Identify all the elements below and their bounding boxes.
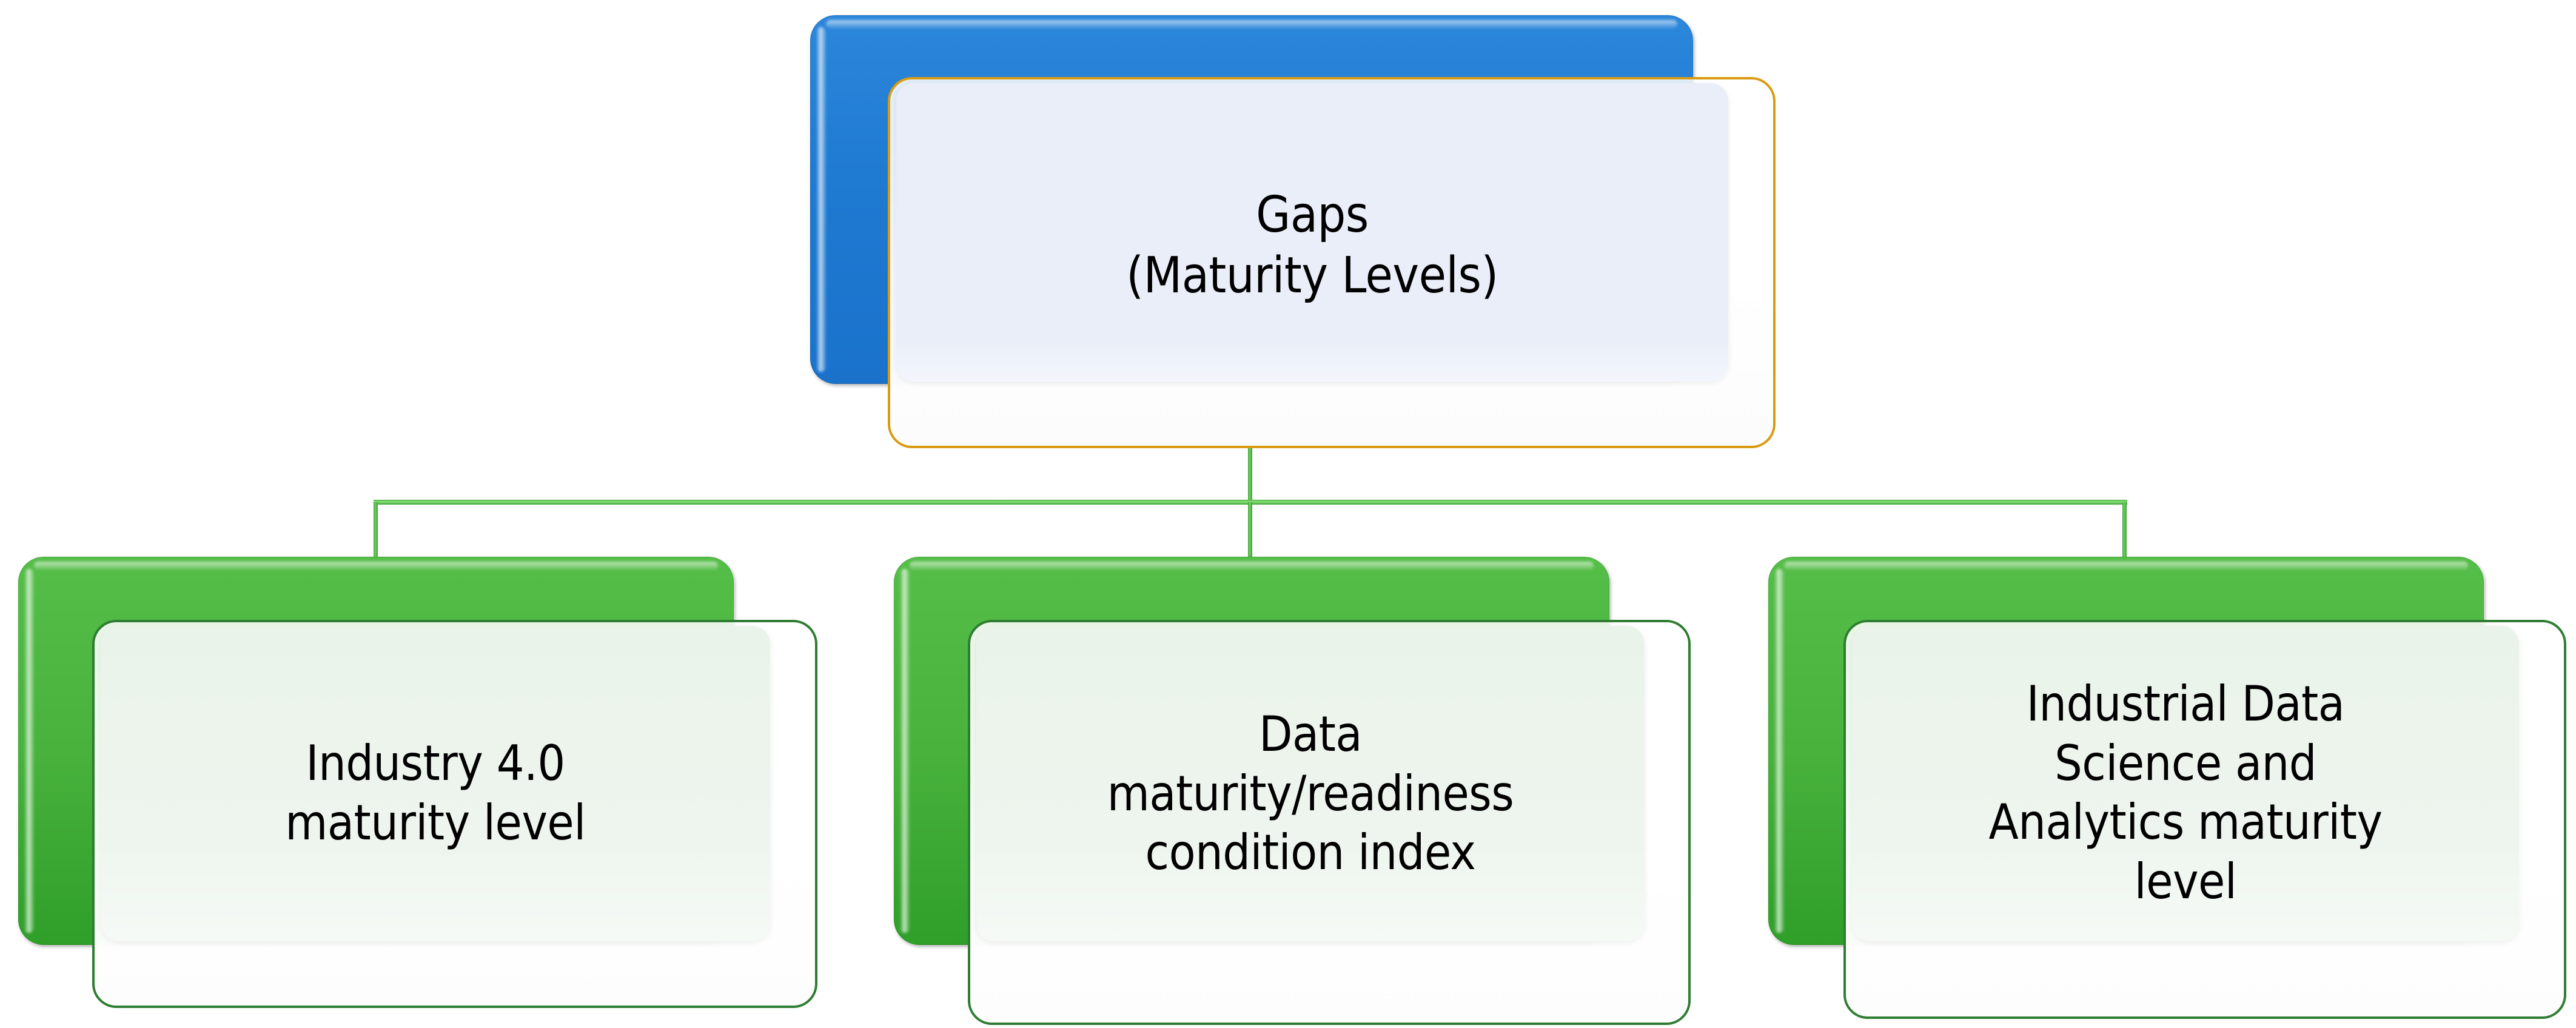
connector-root-stem	[1248, 445, 1252, 503]
leaf-node-1-pane: Industry 4.0 maturity level	[101, 626, 770, 941]
root-node-pane: Gaps (Maturity Levels)	[896, 83, 1728, 381]
connector-drop-center	[1248, 502, 1252, 560]
connector-drop-left	[374, 502, 378, 560]
leaf-node-3-pane: Industrial Data Science and Analytics ma…	[1852, 626, 2519, 941]
leaf-node-3-card[interactable]: Industrial Data Science and Analytics ma…	[1843, 620, 2566, 1019]
leaf-node-1-card[interactable]: Industry 4.0 maturity level	[92, 620, 817, 1008]
connector-drop-right	[2122, 502, 2127, 560]
leaf-node-2-card[interactable]: Data maturity/readiness condition index	[968, 620, 1691, 1025]
root-node-card[interactable]: Gaps (Maturity Levels)	[888, 77, 1776, 448]
leaf-node-2-pane: Data maturity/readiness condition index	[976, 626, 1645, 941]
leaf-node-2-label: Data maturity/readiness condition index	[1107, 706, 1514, 881]
leaf-node-1-label: Industry 4.0 maturity level	[285, 735, 586, 851]
leaf-node-3-label: Industrial Data Science and Analytics ma…	[1988, 676, 2383, 910]
root-node-label: Gaps (Maturity Levels)	[1126, 186, 1498, 305]
